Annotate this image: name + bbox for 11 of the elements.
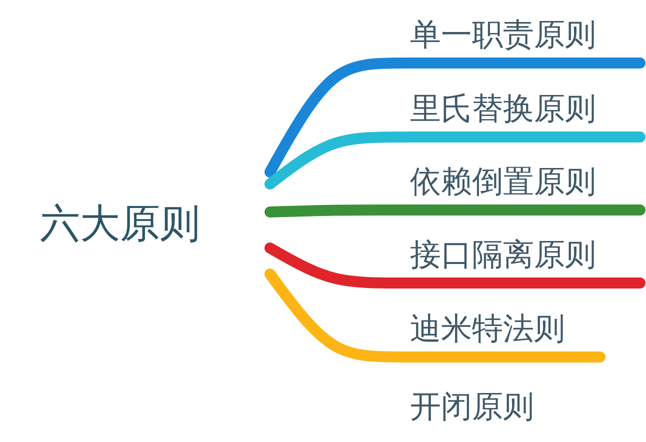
branch-topic: 单一职责原则 — [410, 16, 597, 55]
branch-topic: 开闭原则 — [410, 388, 534, 427]
branch-topic: 接口隔离原则 — [410, 236, 597, 275]
branch-topic: 里氏替换原则 — [410, 90, 597, 129]
branch-line — [264, 132, 646, 190]
central-topic: 六大原则 — [40, 200, 201, 248]
branch-topic: 迪米特法则 — [410, 310, 566, 349]
branch-line — [264, 242, 646, 288]
branch-line — [264, 58, 646, 178]
branch-line — [264, 268, 606, 362]
branch-topic: 依赖倒置原则 — [410, 163, 597, 202]
